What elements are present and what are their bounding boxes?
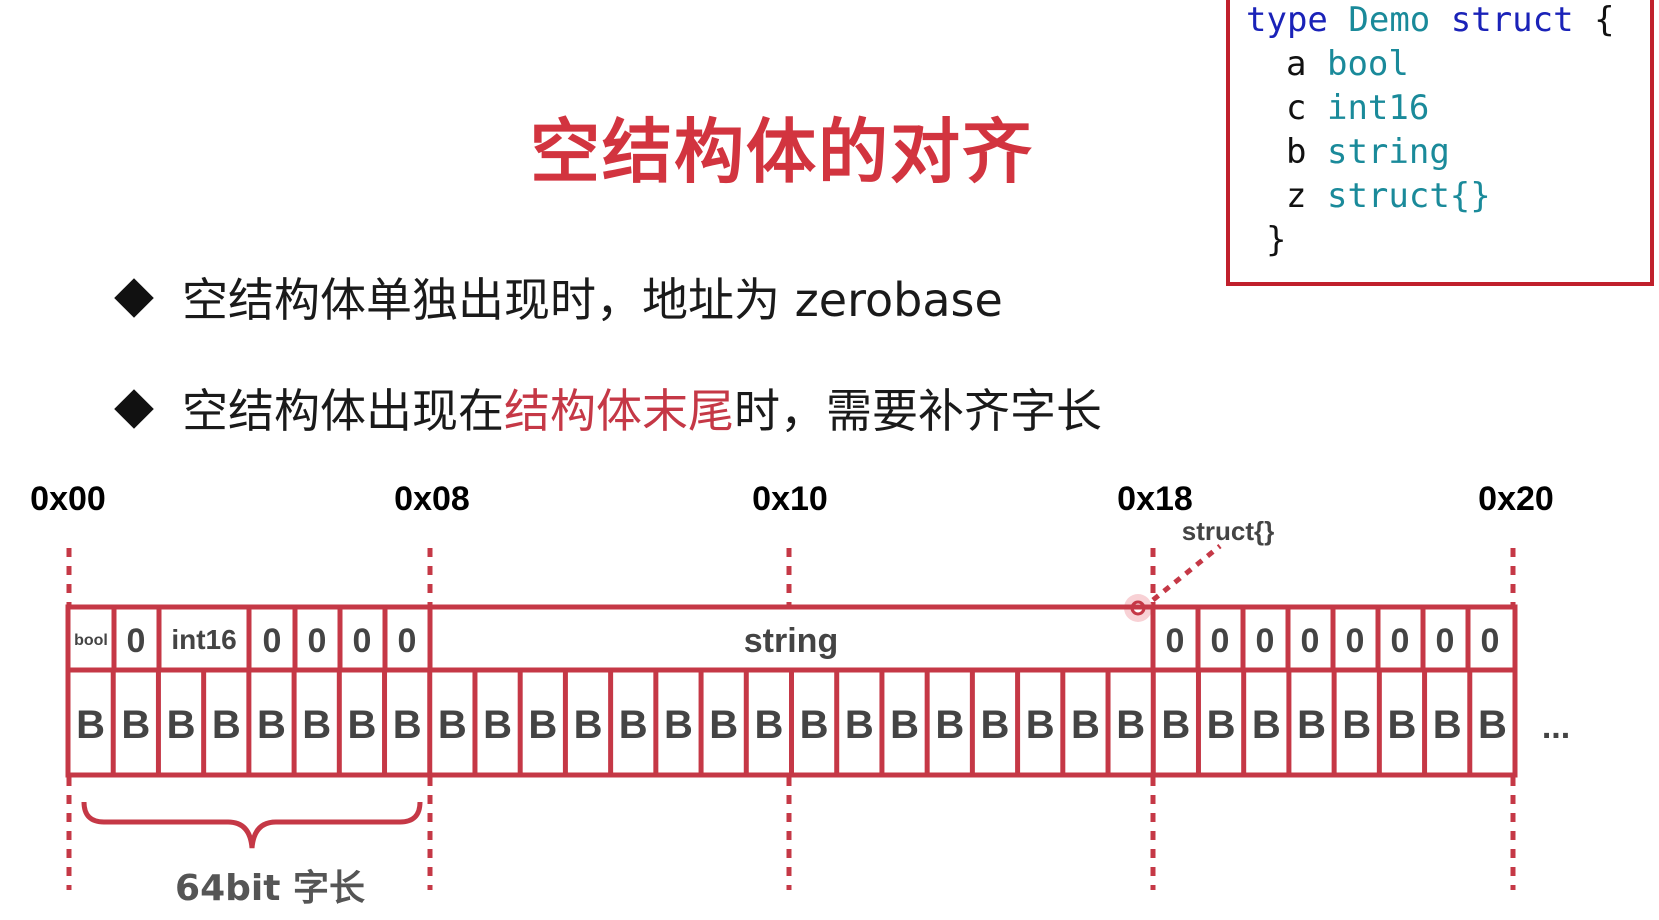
cell-pad-zero: 0	[1301, 622, 1320, 660]
byte-cell: B	[935, 703, 964, 747]
cell-string: string	[744, 622, 838, 660]
word-length-brace	[81, 801, 423, 849]
code-struct-name: Demo	[1348, 0, 1431, 40]
byte-cell: B	[257, 703, 286, 747]
byte-cell: B	[1071, 703, 1100, 747]
code-box: type Demo struct { a bool c int16 b stri…	[1226, 0, 1654, 286]
bullet-item-2: 空结构体出现在结构体末尾时，需要补齐字长	[114, 375, 1102, 441]
bullet-item-1: 空结构体单独出现时，地址为 zerobase	[114, 264, 1003, 330]
byte-cell: B	[393, 703, 422, 747]
byte-cell: B	[1433, 703, 1462, 747]
cell-pad-zero: 0	[398, 622, 417, 660]
byte-cell: B	[212, 703, 241, 747]
byte-cell: B	[347, 703, 376, 747]
code-field-c: c int16	[1286, 88, 1429, 128]
field-name: b	[1286, 132, 1307, 172]
byte-cell: B	[1161, 703, 1190, 747]
code-field-a: a bool	[1286, 44, 1409, 84]
byte-cell: B	[845, 703, 874, 747]
byte-cell: B	[1297, 703, 1326, 747]
code-open-brace: {	[1594, 0, 1615, 40]
cell-bool: bool	[74, 632, 108, 649]
cell-pad-zero: 0	[308, 622, 327, 660]
bullet-text-2-after: 时，需要补齐字长	[734, 384, 1102, 438]
cell-pad-zero: 0	[1346, 622, 1365, 660]
code-close-brace-text: }	[1266, 220, 1287, 260]
code-field-z: z struct{}	[1286, 176, 1491, 216]
cell-pad-zero: 0	[263, 622, 282, 660]
code-keyword-struct: struct	[1450, 0, 1574, 40]
cell-pad-zero: 0	[1436, 622, 1455, 660]
byte-cell: B	[483, 703, 512, 747]
byte-cell: B	[167, 703, 196, 747]
byte-cell: B	[890, 703, 919, 747]
byte-cell: B	[1026, 703, 1055, 747]
field-type: int16	[1326, 88, 1430, 128]
ellipsis: ...	[1542, 708, 1570, 746]
code-line-type: type Demo struct {	[1246, 0, 1615, 40]
cell-pad-zero: 0	[1481, 622, 1500, 660]
field-type: bool	[1326, 44, 1409, 84]
code-field-b: b string	[1286, 132, 1450, 172]
word-length-label: 64bit 字长	[175, 868, 365, 909]
bullet-text-2-before: 空结构体出现在	[182, 384, 504, 438]
cell-int16: int16	[171, 624, 236, 655]
byte-cell: B	[981, 703, 1010, 747]
address-label-0x08: 0x08	[394, 480, 470, 518]
cell-pad-zero: 0	[1166, 622, 1185, 660]
cell-pad-zero: 0	[1211, 622, 1230, 660]
address-label-0x18: 0x18	[1117, 480, 1193, 518]
byte-cell: B	[76, 703, 105, 747]
address-label-0x00: 0x00	[30, 480, 106, 518]
field-name: c	[1286, 88, 1307, 128]
field-type: struct{}	[1326, 176, 1491, 216]
byte-cell: B	[709, 703, 738, 747]
byte-cell: B	[619, 703, 648, 747]
cell-pad-zero: 0	[353, 622, 372, 660]
byte-cell: B	[121, 703, 150, 747]
field-name: z	[1286, 176, 1307, 216]
code-keyword-type: type	[1246, 0, 1328, 40]
address-label-0x10: 0x10	[752, 480, 828, 518]
byte-cell: B	[1342, 703, 1371, 747]
byte-cell: B	[664, 703, 693, 747]
byte-cell: B	[1478, 703, 1507, 747]
byte-cell: B	[1116, 703, 1145, 747]
byte-cell: B	[754, 703, 783, 747]
byte-cell: B	[528, 703, 557, 747]
byte-cell: B	[302, 703, 331, 747]
byte-cell: B	[574, 703, 603, 747]
cell-pad-zero: 0	[1256, 622, 1275, 660]
page-title: 空结构体的对齐	[530, 111, 1034, 193]
struct-pointer-line	[1151, 544, 1222, 602]
field-type: string	[1326, 132, 1450, 172]
cell-pad-zero: 0	[127, 622, 146, 660]
bullet-text-2-highlight: 结构体末尾	[504, 384, 734, 438]
byte-cell: B	[1252, 703, 1281, 747]
byte-cell: B	[1388, 703, 1417, 747]
byte-cell: B	[1207, 703, 1236, 747]
byte-cell: B	[800, 703, 829, 747]
code-close-brace: }	[1266, 220, 1286, 260]
cell-pad-zero: 0	[1391, 622, 1410, 660]
byte-cell: B	[438, 703, 467, 747]
struct-empty-label: struct{}	[1182, 516, 1274, 546]
field-name: a	[1286, 44, 1307, 84]
address-label-0x20: 0x20	[1478, 480, 1554, 518]
bullet-text-1: 空结构体单独出现时，地址为 zerobase	[182, 273, 1003, 327]
